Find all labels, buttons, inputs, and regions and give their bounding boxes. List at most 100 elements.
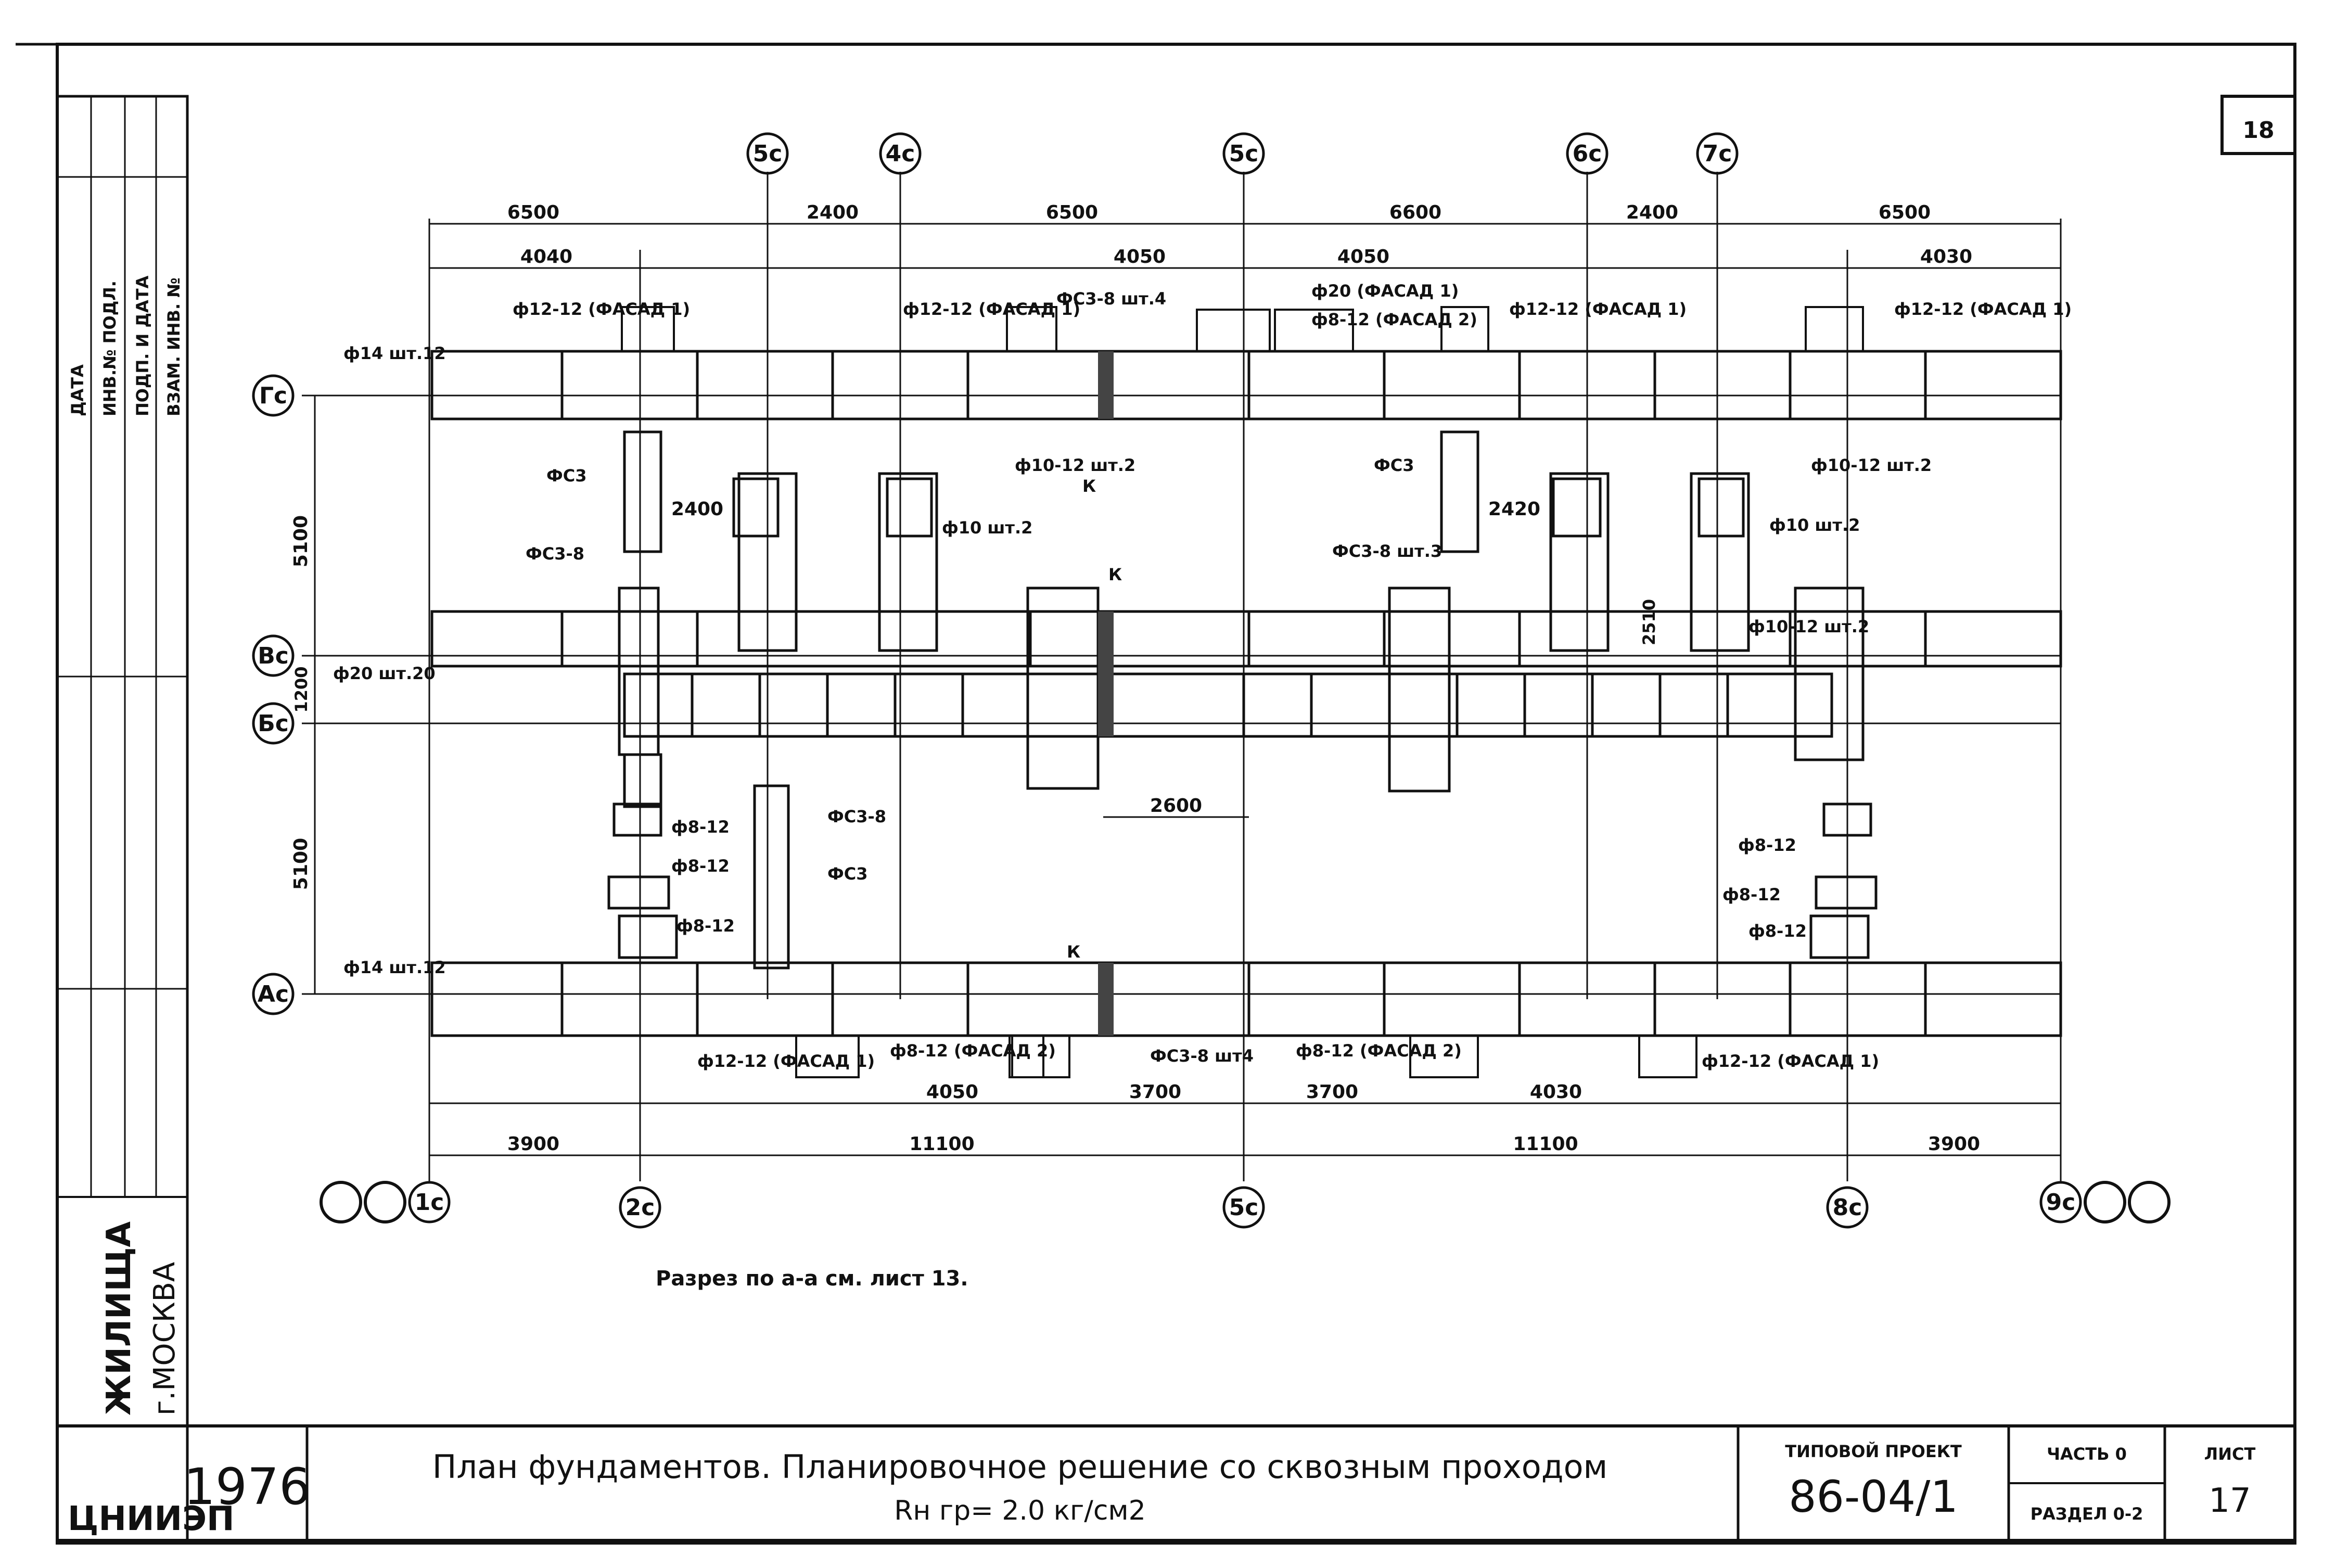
- dim-bottom-4: 4030: [1530, 1081, 1582, 1103]
- axis-bottom-3: 5c: [1229, 1194, 1259, 1221]
- tb-subtitle: Rн гр= 2.0 кг/см2: [894, 1495, 1145, 1526]
- dim-bottom2-4: 3900: [1928, 1133, 1980, 1155]
- facade-1-bottom-right: ф12-12 (ФАСАД 1): [1702, 1051, 1879, 1071]
- facade-2-bottom-a: ф8-12 (ФАСАД 2): [890, 1041, 1056, 1061]
- rebar-bottom-left: ф14 шт.12: [343, 958, 446, 977]
- fc3-right: ФС3-8 шт.3: [1332, 541, 1442, 561]
- axis-markers-left: Гс Вс Бс Ас: [252, 374, 295, 1015]
- f10-b: ф10 шт.2: [1769, 515, 1860, 535]
- dim-top-3: 6500: [1046, 202, 1098, 223]
- dim-bottom-2: 3700: [1129, 1081, 1181, 1103]
- axis-left-3: Бс: [258, 710, 289, 737]
- dimension-lines: [314, 223, 2061, 1156]
- dim-top-6: 6500: [1879, 202, 1931, 223]
- facade-1-a: ф12-12 (ФАСАД 1): [513, 299, 690, 319]
- facade-1-d: ф12-12 (ФАСАД 1): [1894, 299, 2072, 319]
- k-label-1: К: [1082, 476, 1096, 496]
- axis-bottom-1: 1c: [415, 1189, 444, 1216]
- left-stamp: ДАТА ИНВ.№ ПОДЛ. ПОДП. И ДАТА ВЗАМ. ИНВ.…: [56, 95, 235, 1545]
- dim-bottom2-1: 3900: [507, 1133, 559, 1155]
- tb-year: 1976: [184, 1458, 311, 1516]
- f8-12-c: ф8-12: [676, 916, 735, 936]
- facade-2-bottom-b: ф8-12 (ФАСАД 2): [1296, 1041, 1462, 1061]
- section-note: Разрез по а-а см. лист 13.: [656, 1267, 968, 1291]
- f8-12-b: ф8-12: [671, 856, 730, 876]
- f10-12-b: ф10-12 шт.2: [1811, 455, 1932, 475]
- dim-inner-b: 2420: [1488, 499, 1540, 520]
- axis-markers-top: 5c 4c 5c 6c 7c: [746, 132, 1739, 175]
- k-label-2: К: [1108, 565, 1122, 584]
- axis-top-4: 6c: [1573, 141, 1602, 167]
- dim-inner-c: 2510: [1639, 599, 1659, 645]
- dim-bottom-1: 4050: [926, 1081, 978, 1103]
- dim-top-4: 6600: [1389, 202, 1441, 223]
- top-c1: ф20 (ФАСАД 1): [1311, 281, 1459, 301]
- facade-1-b: ф12-12 (ФАСАД 1): [903, 299, 1080, 319]
- stamp-city: г.МОСКВА: [148, 1262, 182, 1416]
- facade-1-c: ф12-12 (ФАСАД 1): [1509, 299, 1687, 319]
- tb-sheet-label: ЛИСТ: [2204, 1444, 2256, 1464]
- axis-left-2: Вс: [258, 643, 289, 669]
- axis-lines: [302, 172, 2062, 1181]
- fc3-small-a: ФС3: [546, 466, 586, 486]
- dim-bottom2-2: 11100: [909, 1133, 974, 1155]
- f8-12-e: ф8-12: [1722, 885, 1781, 904]
- axis-top-1: 5c: [753, 141, 783, 167]
- stamp-org-logo: ЦНИИЭП: [68, 1500, 235, 1538]
- k-label-3: К: [1067, 942, 1080, 962]
- fc3-small-b: ФС3: [1374, 455, 1414, 475]
- axis-left-1: Гс: [259, 383, 287, 409]
- dim-bottom-3: 3700: [1306, 1081, 1358, 1103]
- fc3-top: ФС3-8 шт.4: [1056, 289, 1166, 309]
- axis-bottom-4: 8c: [1833, 1194, 1862, 1221]
- dim-bottom2-3: 11100: [1513, 1133, 1578, 1155]
- dim-left-gap: 1200: [291, 666, 311, 712]
- dim-left-1: 5100: [290, 515, 312, 567]
- stamp-org-name: ЖИЛИЩА: [100, 1221, 138, 1416]
- tb-part-label: ЧАСТЬ 0: [2047, 1444, 2127, 1464]
- facade-1-bottom: ф12-12 (ФАСАД 1): [697, 1051, 875, 1071]
- axis-bottom-5: 9c: [2046, 1189, 2076, 1216]
- f10-12-a: ф10-12 шт.2: [1015, 455, 1135, 475]
- stamp-col-2: ПОДП. И ДАТА: [133, 275, 152, 416]
- dim-top-2: 2400: [807, 202, 859, 223]
- dim-top-5: 2400: [1626, 202, 1678, 223]
- strip-top: [430, 350, 2062, 420]
- strip-bottom: [430, 961, 2062, 1037]
- f10-a: ф10 шт.2: [942, 518, 1032, 538]
- dim-top2-2: 4050: [1114, 246, 1166, 267]
- dim-inner-a: 2400: [671, 499, 723, 520]
- stamp-col-0: ДАТА: [68, 364, 87, 416]
- top-c2: ф8-12 (ФАСАД 2): [1311, 310, 1477, 329]
- cross-blocks: [607, 430, 1878, 970]
- annotations: ф14 шт.12 ф14 шт.12 ф20 шт.20 ф12-12 (ФА…: [333, 281, 2072, 1071]
- tb-title: План фундаментов. Планировочное решение …: [432, 1448, 1608, 1486]
- tb-project-label: ТИПОВОЙ ПРОЕКТ: [1785, 1442, 1962, 1461]
- axis-top-2: 4c: [886, 141, 915, 167]
- f8-12-f: ф8-12: [1748, 921, 1807, 941]
- stamp-col-1: ИНВ.№ ПОДЛ.: [100, 281, 120, 416]
- corner-number-box: 18: [2220, 95, 2296, 155]
- stamp-col-3: ВЗАМ. ИНВ. №: [164, 277, 184, 416]
- sheet-frame: [16, 43, 2296, 1545]
- dim-top-1: 6500: [507, 202, 559, 223]
- axis-top-5: 7c: [1703, 141, 1732, 167]
- fc3-mid: ФС3-8: [827, 807, 886, 826]
- dim-top2-4: 4030: [1920, 246, 1972, 267]
- fc3-bottom: ФС3-8 шт4: [1150, 1046, 1254, 1066]
- f8-12-a: ф8-12: [671, 817, 730, 837]
- tb-sheet-number: 17: [2209, 1482, 2251, 1520]
- strip-middle-lower: [623, 672, 1833, 738]
- title-block: 1976 План фундаментов. Планировочное реш…: [57, 1424, 2295, 1540]
- axis-markers-bottom: 1c 2c 5c 8c 9c: [320, 1181, 2171, 1229]
- rebar-top-left: ф14 шт.12: [343, 343, 446, 363]
- k-joints: К К К: [1067, 351, 1122, 1036]
- tb-project-number: 86-04/1: [1789, 1471, 1958, 1522]
- fc3-mid2: ФС3: [827, 864, 867, 884]
- dimension-labels: 6500 2400 6500 6600 2400 6500 4040 4050 …: [290, 202, 1980, 1155]
- pad-boxes: [621, 306, 1864, 1078]
- tb-section-label: РАЗДЕЛ 0-2: [2031, 1504, 2143, 1524]
- axis-bottom-2: 2c: [626, 1194, 655, 1221]
- fc3-left: ФС3-8: [526, 544, 584, 564]
